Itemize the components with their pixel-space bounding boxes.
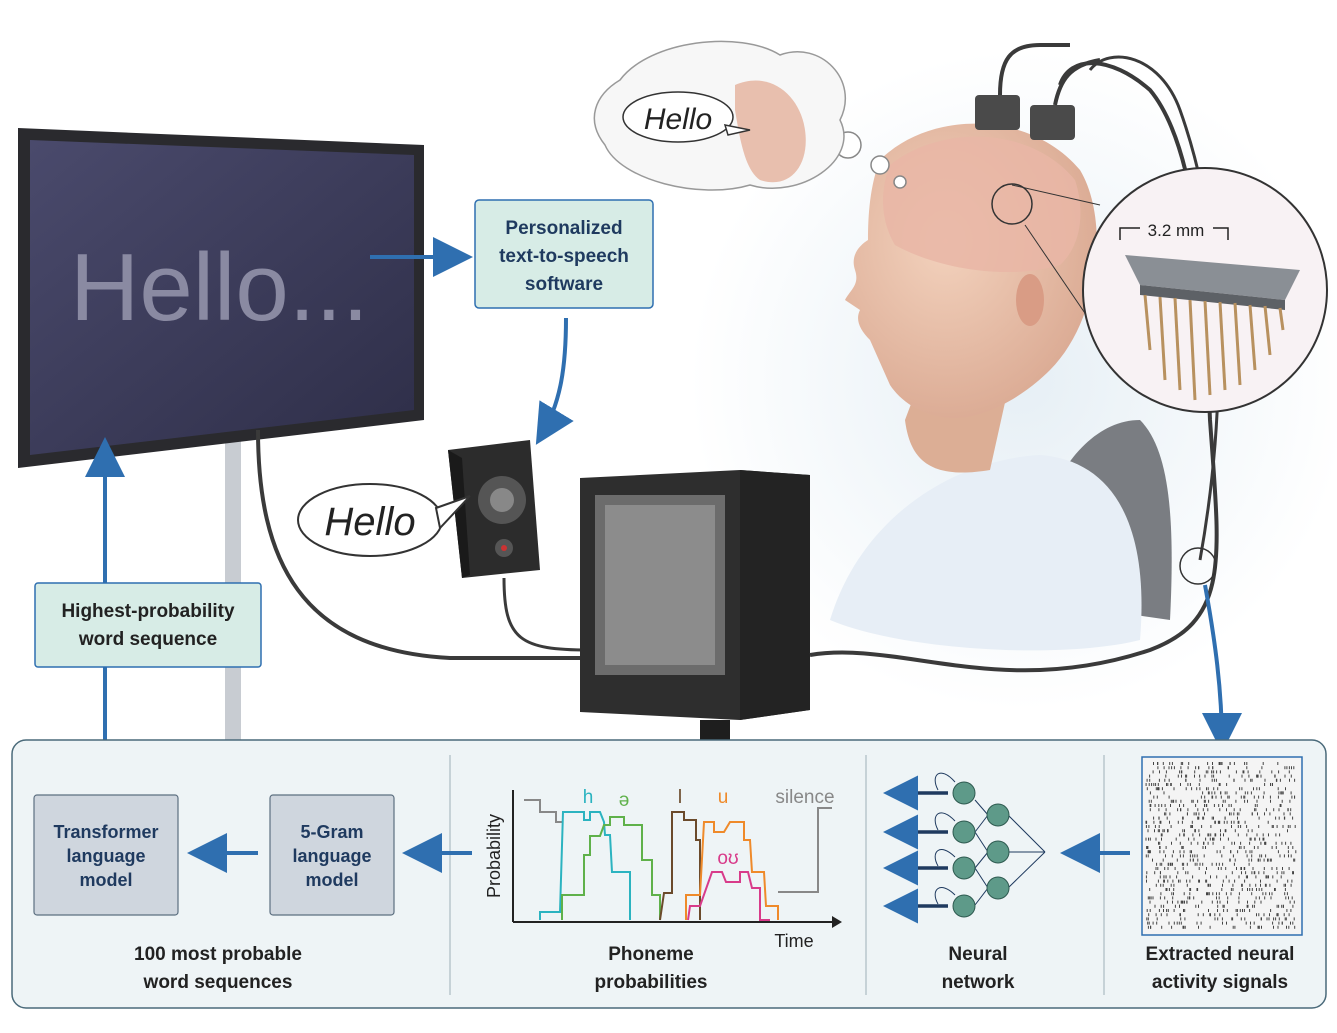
transformer-line3: model — [79, 870, 132, 890]
signals-caption-line1: Extracted neural — [1146, 944, 1295, 965]
phoneme-chart: Probability Time h ə l u oʊ silence — [484, 787, 842, 951]
arrow-cable-to-signals — [1201, 584, 1242, 753]
neural-network — [883, 772, 1046, 924]
cable-zoom-circle — [1179, 547, 1217, 585]
shirt — [830, 455, 1142, 651]
chart-xlabel: Time — [774, 931, 813, 951]
transformer-line2: language — [66, 846, 145, 866]
nn-node — [952, 781, 976, 805]
phoneme-caption-line2: probabilities — [595, 972, 708, 993]
ngram-line1: 5-Gram — [300, 822, 363, 842]
thought-bubble: Hello — [593, 40, 907, 191]
series-line-u — [685, 821, 779, 920]
series-label-h: h — [583, 787, 594, 808]
ear — [1016, 274, 1044, 326]
transformer-box: Transformer language model — [33, 794, 179, 916]
speaker-cable — [502, 577, 591, 652]
transformer-line1: Transformer — [53, 822, 158, 842]
ngram-line3: model — [305, 870, 358, 890]
network-caption-line1: Neural — [948, 944, 1007, 965]
tts-line3: software — [525, 274, 603, 295]
nn-node — [986, 803, 1010, 827]
implant-connectors — [975, 43, 1101, 140]
thought-face — [735, 80, 806, 183]
series-line-silence-start — [524, 799, 562, 823]
highest-line1: Highest-probability — [61, 601, 235, 622]
series-label-u: u — [718, 787, 729, 808]
implant-site-circle — [991, 183, 1033, 225]
person — [830, 123, 1172, 651]
phoneme-caption-line1: Phoneme — [608, 944, 694, 965]
highest-probability-box: Highest-probability word sequence — [34, 582, 262, 668]
nn-node — [986, 876, 1010, 900]
neural-signals-raster — [1141, 756, 1303, 936]
nn-node — [952, 856, 976, 880]
series-line-h — [539, 811, 631, 920]
speaker-speech-bubble: Hello — [297, 483, 471, 557]
speaker-bubble-text: Hello — [324, 500, 415, 544]
ngram-box: 5-Gram language model — [269, 794, 395, 916]
series-line-ou — [687, 871, 770, 921]
monitor-text: Hello... — [70, 234, 369, 341]
monitor-cable — [256, 429, 600, 660]
highest-line2: word sequence — [78, 629, 217, 650]
monitor-screen — [30, 140, 414, 455]
ngram-line2: language — [292, 846, 371, 866]
sequences-caption-line1: 100 most probable — [134, 944, 302, 965]
nn-node — [952, 894, 976, 918]
monitor: Hello... — [18, 128, 424, 740]
series-label-silence: silence — [775, 787, 834, 808]
arrow-tts-to-speaker — [535, 317, 574, 445]
tts-line1: Personalized — [505, 218, 622, 239]
computer — [580, 470, 810, 748]
series-label-l: l — [678, 787, 682, 808]
nn-node — [952, 820, 976, 844]
sequences-caption-line2: word sequences — [143, 972, 293, 993]
nn-node — [986, 840, 1010, 864]
series-label-schwa: ə — [619, 790, 630, 811]
tts-box: Personalized text-to-speech software — [474, 199, 654, 309]
brain — [883, 136, 1081, 273]
chart-ylabel: Probability — [484, 814, 504, 898]
series-line-l — [659, 811, 701, 921]
signals-caption-line2: activity signals — [1152, 972, 1288, 993]
series-line-schwa — [561, 816, 661, 920]
thought-bubble-text: Hello — [644, 103, 712, 136]
speaker — [448, 440, 540, 578]
implant-size-label: 3.2 mm — [1148, 221, 1205, 240]
series-line-silence-end — [778, 807, 832, 893]
series-label-ou: oʊ — [717, 848, 738, 869]
network-caption-line2: network — [942, 972, 1015, 993]
implant-magnifier: 3.2 mm — [991, 167, 1328, 413]
tts-line2: text-to-speech — [499, 246, 629, 267]
pipeline-panel: Transformer language model 5-Gram langua… — [11, 739, 1327, 1009]
